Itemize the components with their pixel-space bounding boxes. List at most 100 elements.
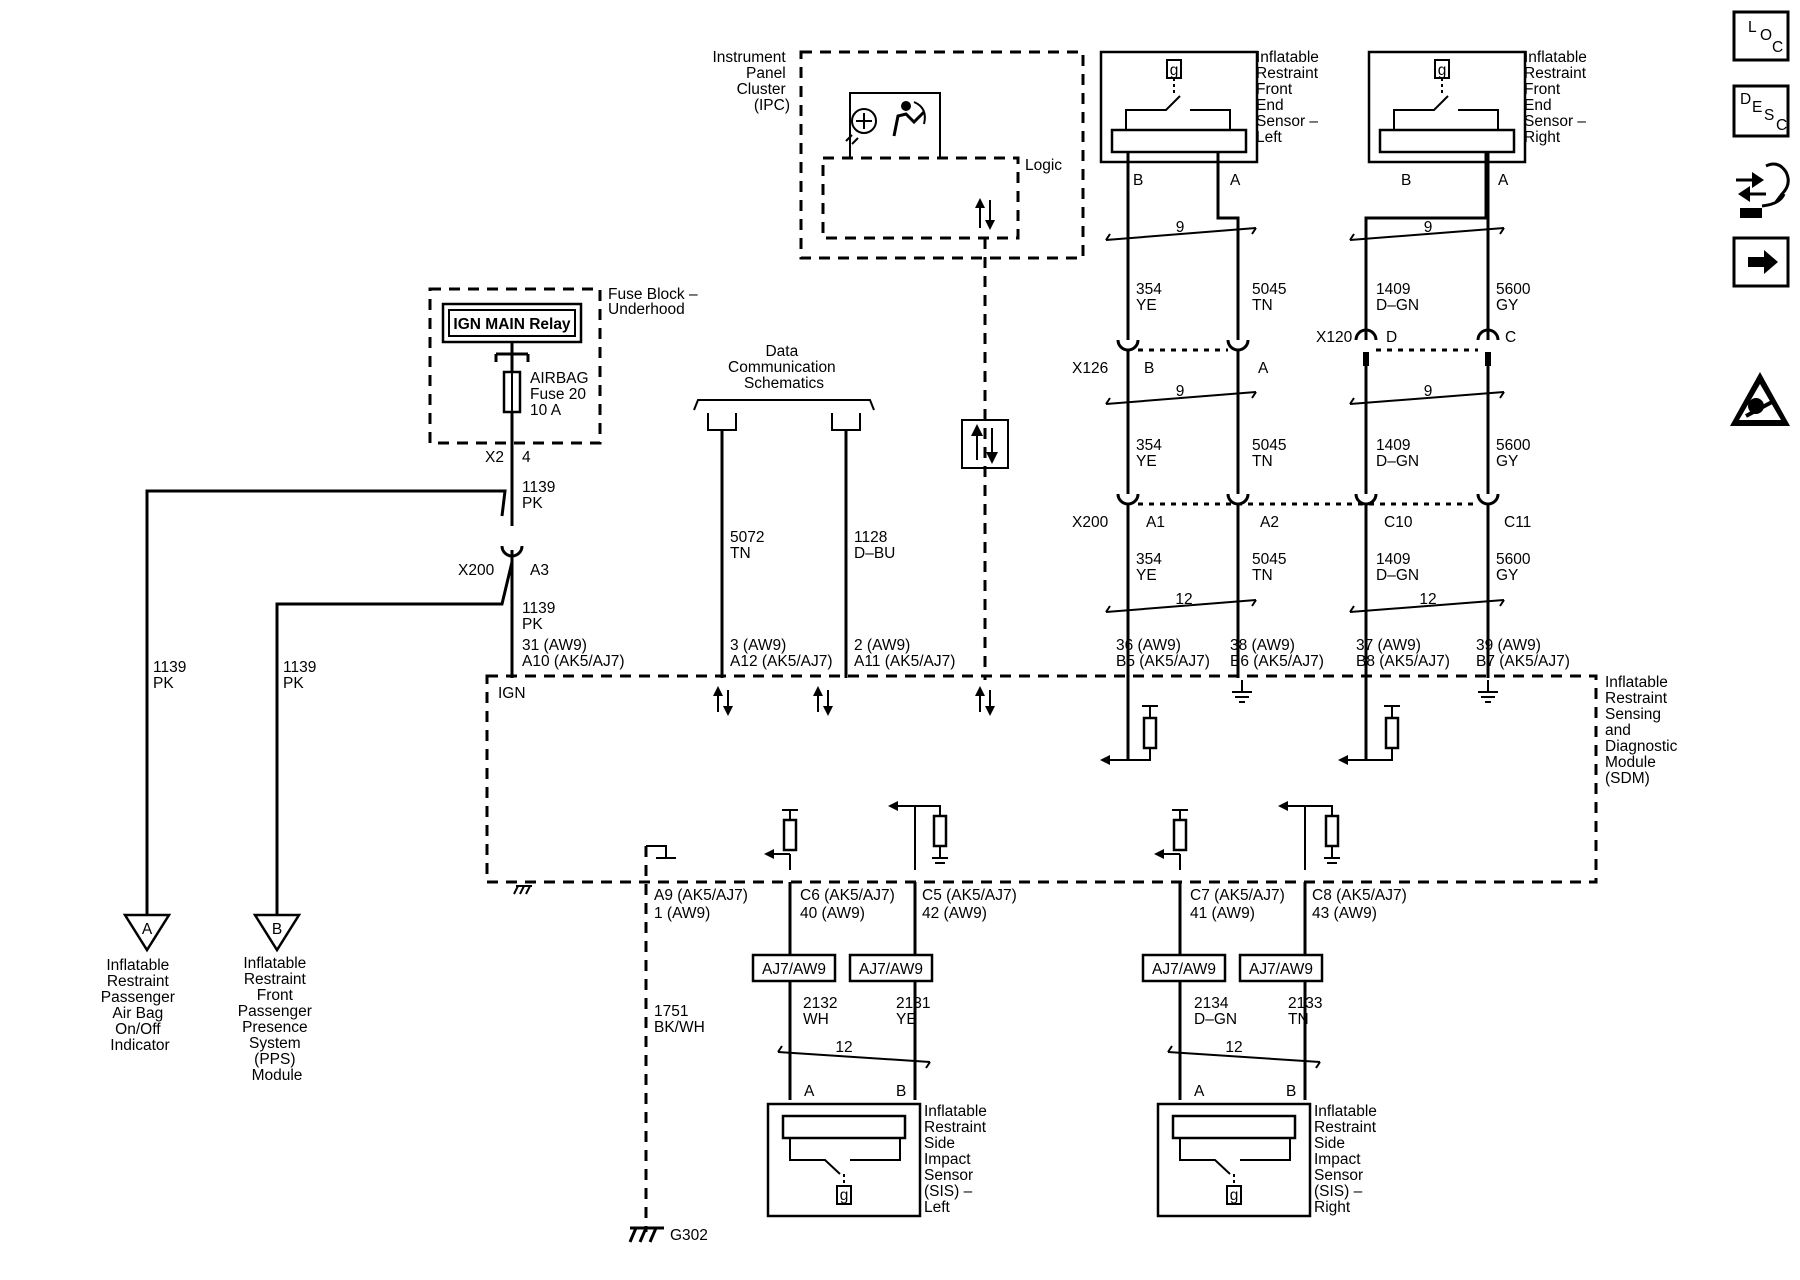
wire-1139-num: 1139	[522, 479, 555, 496]
pin-354-aw9: 36 (AW9)	[1116, 637, 1181, 654]
ipc-data-arrows-icon	[975, 198, 995, 230]
sisr-pin-b: B	[1286, 1083, 1296, 1100]
twist-9-fl-2: 9	[1176, 383, 1185, 400]
w5045-color-3: TN	[1252, 567, 1273, 584]
w2133-num: 2133	[1288, 995, 1322, 1012]
option-boxes: AJ7/AW9 AJ7/AW9 AJ7/AW9 AJ7/AW9	[751, 953, 1324, 983]
sdm-internal-circuit	[764, 676, 1400, 870]
pin-1409-ak5: B8 (AK5/AJ7)	[1356, 653, 1450, 670]
pin-ign-aw9: 31 (AW9)	[522, 637, 587, 654]
x200-label-left: X200	[458, 562, 495, 579]
data-arrows-icon	[713, 686, 995, 716]
sdm-ign-label: IGN	[498, 685, 526, 702]
w1409-color-1: D–GN	[1376, 297, 1419, 314]
w5600-num-1: 5600	[1496, 281, 1531, 298]
pin-2132-aw9: 40 (AW9)	[800, 905, 865, 922]
fl-pin-b: B	[1133, 172, 1143, 189]
pin-5045-ak5: B6 (AK5/AJ7)	[1230, 653, 1324, 670]
svg-text:AJ7/AW9: AJ7/AW9	[762, 961, 826, 978]
sisr-pin-a: A	[1194, 1083, 1205, 1100]
pin-5600-ak5: B7 (AK5/AJ7)	[1476, 653, 1570, 670]
chassis-ground-icon	[513, 885, 532, 895]
connector-view-icon[interactable]	[1736, 162, 1790, 218]
x120-d: D	[1386, 329, 1397, 346]
x126-label: X126	[1072, 360, 1108, 377]
front-end-sensor-left: g Inflatable Restraint Front End Sensor …	[1099, 49, 1323, 189]
sis-right-label: Inflatable Restraint Side Impact Sensor …	[1314, 1103, 1381, 1216]
fuse-label: AIRBAG Fuse 20 10 A	[530, 370, 593, 419]
svg-text:S: S	[1764, 107, 1774, 124]
twist-12-r: 12	[1419, 591, 1436, 608]
sensor-ground-icon-right: g	[1438, 62, 1447, 79]
twist-12-l: 12	[1175, 591, 1192, 608]
pin-1409-aw9: 37 (AW9)	[1356, 637, 1421, 654]
sdm-module: IGN Inflatable Restraint Sensing and Dia…	[485, 674, 1678, 895]
w2131-num: 2131	[896, 995, 930, 1012]
sensor-ground-icon: g	[1170, 62, 1179, 79]
ref-b-label: Inflatable Restraint Front Passenger Pre…	[238, 955, 316, 1084]
w2134-num: 2134	[1194, 995, 1229, 1012]
desc-button[interactable]: D E S C	[1732, 84, 1790, 138]
w2132-color: WH	[803, 1011, 829, 1028]
g302-label: G302	[670, 1227, 708, 1244]
loc-button[interactable]: L O C	[1732, 10, 1790, 62]
ref-b-wire-color: PK	[283, 675, 304, 692]
next-page-button[interactable]	[1732, 236, 1790, 288]
svg-text:g: g	[1230, 1187, 1239, 1204]
w354-color-2: YE	[1136, 453, 1157, 470]
ipc-label: Instrument Panel Cluster (IPC)	[712, 49, 790, 114]
x2-pin: 4	[522, 449, 531, 466]
warning-lamp-icon	[845, 108, 877, 145]
svg-text:L: L	[1748, 19, 1757, 36]
w354-color-3: YE	[1136, 567, 1157, 584]
x200-c10: C10	[1384, 514, 1413, 531]
ref-b-wire-num: 1139	[283, 659, 316, 676]
w2131-color: YE	[896, 1011, 917, 1028]
x200-a3: A3	[530, 562, 549, 579]
data-comm-label: Data Communication Schematics	[728, 343, 840, 392]
side-impact-sensor-left: g Inflatable Restraint Side Impact Senso…	[766, 1102, 991, 1218]
x200-c11: C11	[1504, 514, 1531, 531]
svg-text:AJ7/AW9: AJ7/AW9	[1152, 961, 1216, 978]
data-comm-bracket: Data Communication Schematics	[693, 343, 875, 431]
twist-9-fr: 9	[1424, 219, 1433, 236]
x120-label: X120	[1316, 329, 1353, 346]
side-impact-sensor-right: g Inflatable Restraint Side Impact Senso…	[1156, 1102, 1381, 1218]
w5600-color-3: GY	[1496, 567, 1518, 584]
x200-label-right: X200	[1072, 514, 1109, 531]
ref-a-triangle: A	[122, 913, 172, 953]
ign-main-relay-label: IGN MAIN Relay	[453, 316, 571, 333]
airbag-warning-icon[interactable]	[1730, 372, 1790, 426]
fl-pin-a: A	[1230, 172, 1241, 189]
x126-a: A	[1258, 360, 1269, 377]
pin-1128-ak5: A11 (AK5/AJ7)	[854, 653, 955, 670]
svg-text:AJ7/AW9: AJ7/AW9	[859, 961, 923, 978]
sis-left-label: Inflatable Restraint Side Impact Sensor …	[924, 1103, 991, 1216]
w5045-num-1: 5045	[1252, 281, 1286, 298]
ipc-logic-label: Logic	[1025, 157, 1062, 174]
wire-1128-color: D–BU	[854, 545, 895, 562]
twist-9-fr-2: 9	[1424, 383, 1433, 400]
ref-a-wire-num: 1139	[153, 659, 186, 676]
wire-1139-color: PK	[522, 495, 543, 512]
w354-color-1: YE	[1136, 297, 1157, 314]
wire-5072-color: TN	[730, 545, 751, 562]
pin-354-ak5: B5 (AK5/AJ7)	[1116, 653, 1210, 670]
pin-2134-aw9: 41 (AW9)	[1190, 905, 1255, 922]
twist-9-fl: 9	[1176, 219, 1185, 236]
w2132-num: 2132	[803, 995, 837, 1012]
x200-a1: A1	[1146, 514, 1165, 531]
ground-icon	[1232, 680, 1498, 703]
svg-text:D: D	[1740, 91, 1751, 108]
w5045-num-3: 5045	[1252, 551, 1286, 568]
w354-num-2: 354	[1136, 437, 1162, 454]
pin-2131-aw9: 42 (AW9)	[922, 905, 987, 922]
w1409-color-2: D–GN	[1376, 453, 1419, 470]
pin-5072-aw9: 3 (AW9)	[730, 637, 786, 654]
pin-2132-ak5: C6 (AK5/AJ7)	[800, 887, 895, 904]
front-left-label: Inflatable Restraint Front End Sensor – …	[1256, 49, 1323, 146]
svg-text:C: C	[1776, 117, 1787, 134]
svg-text:g: g	[840, 1187, 849, 1204]
wire-1128-num: 1128	[854, 529, 887, 546]
